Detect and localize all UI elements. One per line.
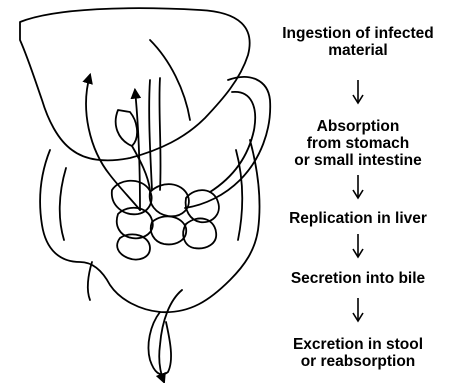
small-intestine	[112, 181, 219, 260]
step-ingestion: Ingestion of infected material	[250, 25, 466, 59]
appendix	[88, 262, 92, 300]
liver-outline	[20, 8, 250, 160]
step-secretion-line-1: Secretion into bile	[250, 270, 466, 287]
flow-arrow-4	[350, 296, 366, 324]
step-replication-line-1: Replication in liver	[250, 210, 466, 227]
step-absorption-line-1: Absorption	[250, 118, 466, 135]
gallbladder	[116, 110, 137, 146]
step-ingestion-line-2: material	[250, 42, 466, 59]
step-ingestion-line-1: Ingestion of infected	[250, 25, 466, 42]
step-absorption-line-3: or small intestine	[250, 152, 466, 169]
step-secretion: Secretion into bile	[250, 270, 466, 287]
flow-arrow-3	[350, 232, 366, 260]
step-absorption: Absorption from stomach or small intesti…	[250, 118, 466, 169]
flow-arrow-2	[350, 173, 366, 201]
colon-outline	[40, 140, 260, 312]
step-absorption-line-2: from stomach	[250, 135, 466, 152]
step-replication: Replication in liver	[250, 210, 466, 227]
stomach-inner	[210, 92, 255, 192]
step-excretion: Excretion in stool or reabsorption	[250, 336, 466, 370]
flow-arrow-1	[350, 78, 366, 106]
step-excretion-line-1: Excretion in stool	[250, 336, 466, 353]
excretion-arrow	[159, 290, 182, 382]
absorption-arrow	[135, 90, 140, 210]
liver-inner-line	[150, 40, 190, 120]
step-excretion-line-2: or reabsorption	[250, 353, 466, 370]
